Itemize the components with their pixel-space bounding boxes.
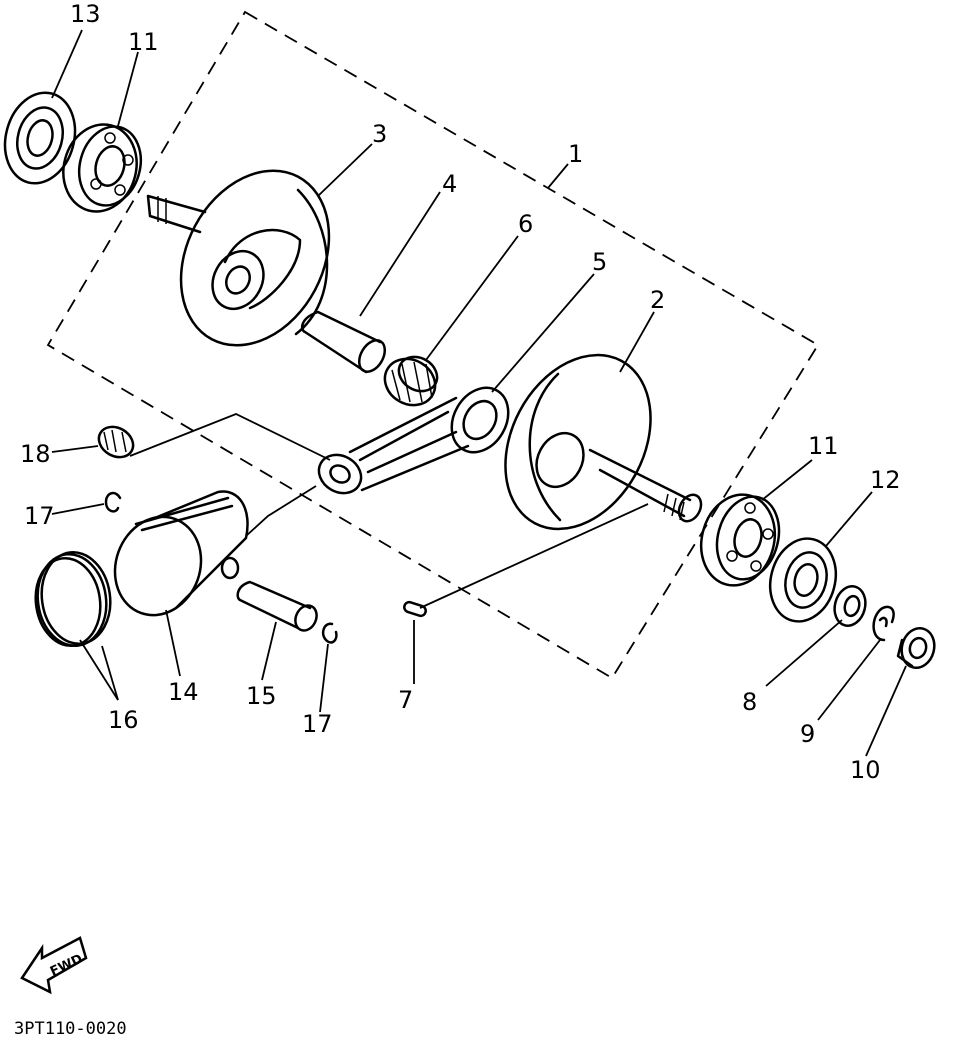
key-part-7 [403, 600, 427, 618]
callout-11-left: 11 [128, 28, 159, 56]
callout-12: 12 [870, 466, 901, 494]
callout-9: 9 [800, 720, 815, 748]
callout-2: 2 [650, 286, 665, 314]
callout-8: 8 [742, 688, 757, 716]
washer-part-8 [833, 585, 867, 627]
nut-part-10 [896, 626, 936, 670]
callout-16: 16 [108, 706, 139, 734]
crank-right-part-2 [504, 353, 703, 531]
callout-4: 4 [442, 170, 457, 198]
circlip-part-17-upper [104, 491, 122, 513]
connecting-rod-part-5 [317, 386, 510, 495]
leader-lines [51, 29, 907, 757]
bearing-part-11-left [62, 123, 143, 213]
callout-3: 3 [372, 120, 387, 148]
callout-7: 7 [398, 686, 413, 714]
needle-bearing-part-6 [383, 355, 439, 407]
crank-left-part-3 [146, 169, 331, 347]
small-end-bearing-part-18 [97, 425, 135, 459]
callout-15: 15 [246, 682, 277, 710]
callout-13: 13 [70, 0, 101, 28]
spring-washer-part-9 [872, 605, 895, 642]
callout-6: 6 [518, 210, 533, 238]
callout-14: 14 [168, 678, 199, 706]
callout-5: 5 [592, 248, 607, 276]
bearing-part-11-right [699, 493, 781, 587]
callout-11-right: 11 [808, 432, 839, 460]
callout-18: 18 [20, 440, 51, 468]
circlip-part-17-lower [321, 622, 338, 644]
piston-part-14 [113, 490, 249, 617]
piston-rings-part-16 [34, 550, 112, 648]
reference-code: 3PT110-0020 [14, 1019, 127, 1038]
forward-direction-arrow: FWD [20, 936, 88, 995]
oil-seal-part-13 [3, 91, 77, 185]
crank-pin-part-4 [300, 310, 387, 374]
piston-pin-part-15 [236, 580, 318, 632]
callout-17-lower: 17 [302, 710, 333, 738]
callout-10: 10 [850, 756, 881, 784]
crankshaft-assembly-boundary [46, 10, 820, 680]
callout-17-upper: 17 [24, 502, 55, 530]
oil-seal-part-12 [768, 537, 838, 623]
callout-1: 1 [568, 140, 583, 168]
